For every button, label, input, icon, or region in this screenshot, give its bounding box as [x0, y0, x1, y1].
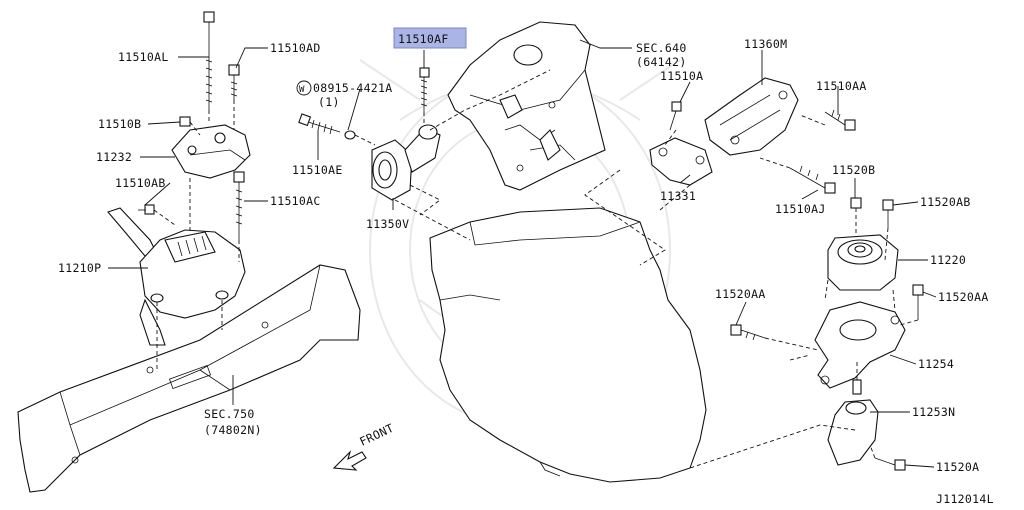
label-sec750-sub: (74802N) — [204, 423, 262, 437]
bolt-11510ab — [138, 204, 155, 215]
bracket-11360m — [704, 77, 799, 156]
label-11520b: 11520B — [832, 163, 875, 177]
label-11232: 11232 — [96, 150, 132, 164]
front-arrow-icon — [332, 450, 367, 471]
label-washer-symbol: W — [299, 85, 305, 95]
label-11350v: 11350V — [366, 217, 409, 231]
bracket-11331 — [649, 137, 713, 186]
label-sec640-sub: (64142) — [636, 55, 687, 69]
label-11510af: 11510AF — [398, 32, 449, 46]
nut-11520b — [850, 197, 862, 209]
label-11220: 11220 — [930, 253, 966, 267]
leader-lines — [108, 39, 937, 468]
bolt-11510al — [203, 11, 215, 110]
bolt-11510ae — [298, 113, 356, 140]
diagram-code: J112014L — [936, 492, 994, 506]
label-11520aa-right: 11520AA — [938, 290, 989, 304]
mount-11210p — [107, 207, 246, 346]
label-11210p: 11210P — [58, 261, 101, 275]
label-11360m: 11360M — [744, 37, 787, 51]
label-sec750: SEC.750 — [204, 407, 255, 421]
label-sec640: SEC.640 — [636, 41, 687, 55]
bolt-11510a — [669, 101, 682, 131]
label-11510a: 11510A — [660, 69, 703, 83]
label-11510ad: 11510AD — [270, 41, 321, 55]
bolt-11520aa-right — [912, 284, 924, 320]
bolt-11510aj — [789, 165, 836, 194]
bolt-11510aa — [824, 109, 856, 131]
label-11520a: 11520A — [936, 460, 979, 474]
part-labels: 11510AL 11510AD 11510B 11232 11510AB 115… — [58, 32, 994, 506]
label-11254: 11254 — [918, 357, 954, 371]
bolt-11510ad — [228, 64, 240, 100]
label-11510al: 11510AL — [118, 50, 169, 64]
mount-11253n — [827, 379, 879, 466]
mount-11220 — [827, 234, 899, 291]
bolt-11520ab — [882, 199, 894, 228]
label-11510ab: 11510AB — [115, 176, 166, 190]
highlight-box — [393, 27, 467, 49]
label-washer-part: 08915-4421A — [313, 81, 392, 95]
label-11510aj: 11510AJ — [775, 202, 826, 216]
bolt-11520a — [874, 457, 906, 471]
frame-sec750 — [17, 264, 361, 493]
bracket-sec640 — [447, 21, 606, 191]
bolt-11510ac — [233, 171, 245, 240]
washer-symbol-circle — [296, 80, 312, 96]
label-11510aa: 11510AA — [816, 79, 867, 93]
label-11510ae: 11510AE — [292, 163, 343, 177]
label-washer-qty: (1) — [318, 95, 340, 109]
bolt-11510af — [419, 67, 430, 112]
assembly-lines — [153, 69, 919, 469]
label-11253n: 11253N — [912, 405, 955, 419]
mount-11350v — [371, 124, 441, 201]
label-11520ab: 11520AB — [920, 195, 971, 209]
bracket-11254 — [814, 301, 906, 389]
engine-outline — [429, 207, 707, 483]
label-11331: 11331 — [660, 189, 696, 203]
bolt-11520aa-left — [730, 324, 766, 341]
nut-11510b — [179, 116, 191, 127]
bracket-11232 — [171, 124, 251, 179]
label-11510ac: 11510AC — [270, 194, 321, 208]
front-label: FRONT — [357, 421, 396, 449]
label-11520aa-left: 11520AA — [715, 287, 766, 301]
label-11510b: 11510B — [98, 117, 141, 131]
